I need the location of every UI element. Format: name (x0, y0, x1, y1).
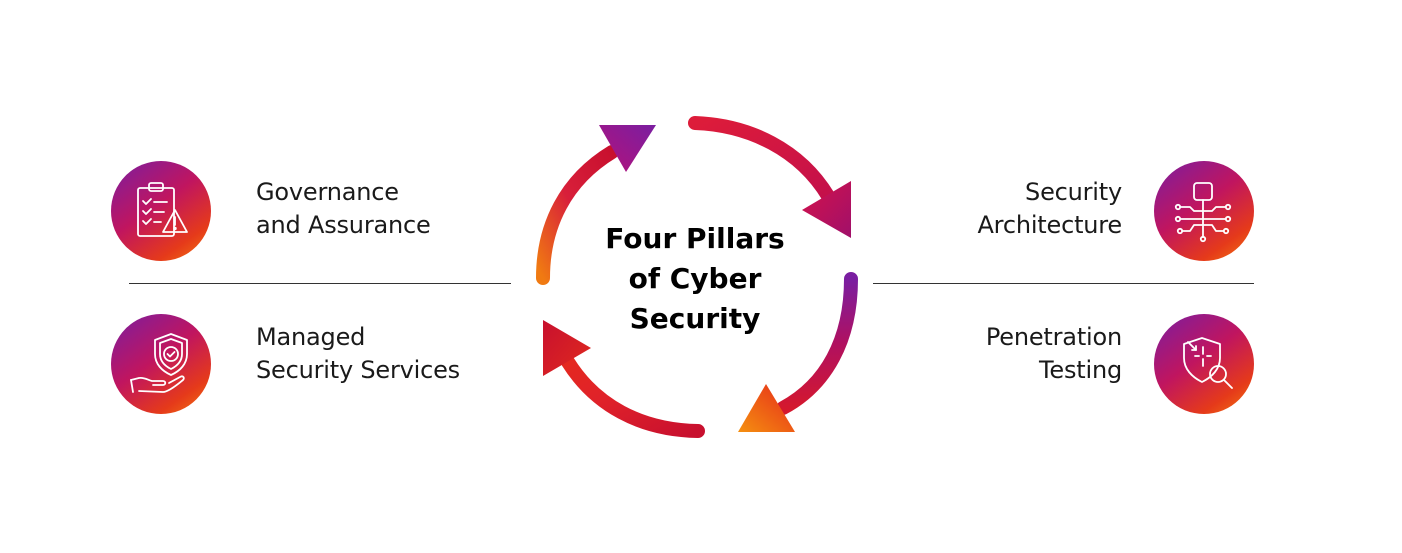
arrowhead-bottom-right (738, 384, 795, 432)
pillar-managed-label: Managed Security Services (256, 321, 460, 387)
clipboard-warning-icon (137, 182, 188, 237)
managed-icon-circle (111, 314, 211, 414)
shield-hand-icon (130, 333, 188, 393)
governance-line-1: Governance (256, 178, 399, 206)
governance-line-2: and Assurance (256, 211, 431, 239)
governance-icon-circle (111, 161, 211, 261)
pillar-penetration-label: Penetration Testing (986, 321, 1122, 387)
title-line-3: Security (629, 302, 761, 335)
arrow-arc-bottom (561, 355, 705, 438)
architecture-icon-circle (1154, 161, 1254, 261)
arrow-arc-top-left (536, 145, 619, 285)
diagram-title: Four Pillars of Cyber Security (585, 219, 805, 339)
title-line-1: Four Pillars (605, 222, 785, 255)
left-divider (129, 283, 511, 284)
title-line-2: of Cyber (628, 262, 762, 295)
managed-line-2: Security Services (256, 356, 460, 384)
shield-search-icon (1183, 337, 1233, 389)
arrowhead-top-left (599, 125, 656, 172)
penetration-line-2: Testing (1039, 356, 1122, 384)
arrow-arc-top-right (688, 116, 835, 203)
architecture-line-1: Security (1025, 178, 1122, 206)
architecture-line-2: Architecture (977, 211, 1122, 239)
pillar-governance-label: Governance and Assurance (256, 176, 431, 242)
arrowhead-bottom-left (543, 320, 591, 376)
arrow-arc-right (776, 272, 858, 415)
penetration-icon-circle (1154, 314, 1254, 414)
pillar-architecture-label: Security Architecture (977, 176, 1122, 242)
managed-line-1: Managed (256, 323, 366, 351)
right-divider (873, 283, 1254, 284)
penetration-line-1: Penetration (985, 323, 1122, 351)
network-node-icon (1174, 182, 1232, 243)
arrowhead-top-right (802, 181, 851, 238)
